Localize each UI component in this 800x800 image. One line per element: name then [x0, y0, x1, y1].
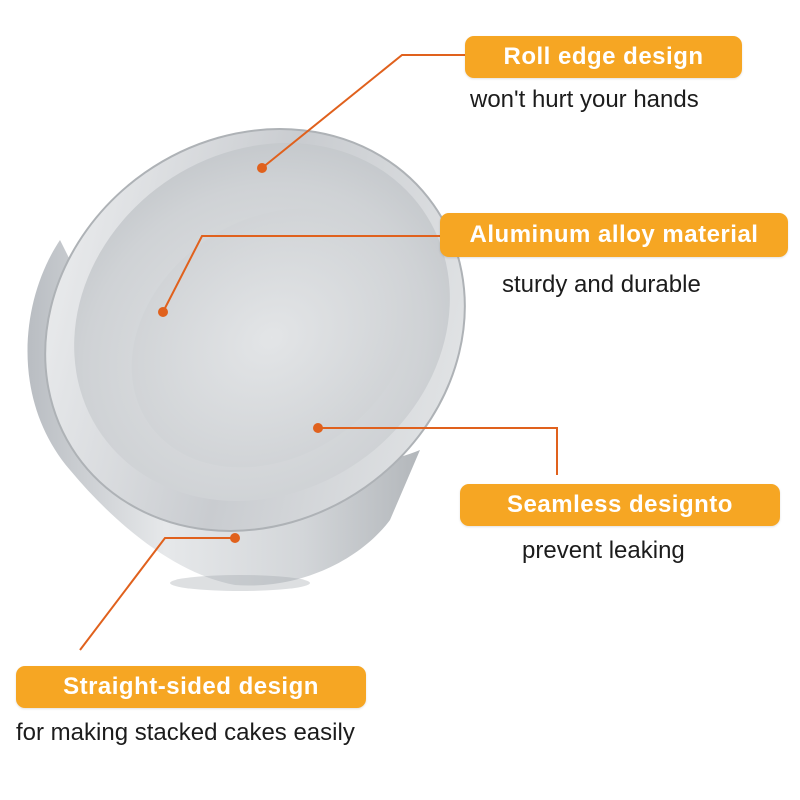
pan-floor [131, 208, 413, 468]
aluminum-subtitle: sturdy and durable [502, 271, 701, 298]
leader-dot [257, 163, 267, 173]
leader-line-aluminum [162, 235, 440, 313]
seamless-subtitle: prevent leaking [522, 537, 685, 564]
leader-dots [158, 163, 323, 543]
leader-dot [230, 533, 240, 543]
leader-lines [79, 54, 558, 651]
leader-line-straight-sided [79, 537, 235, 651]
cake-pan [27, 128, 466, 591]
leader-line-roll-edge [261, 54, 465, 169]
straight-sided-subtitle: for making stacked cakes easily [16, 719, 355, 746]
aluminum-badge: Aluminum alloy material [440, 213, 788, 257]
leader-dot [313, 423, 323, 433]
roll-edge-subtitle: won't hurt your hands [470, 86, 699, 113]
leader-line-seamless [318, 427, 558, 475]
seamless-badge: Seamless designto [460, 484, 780, 526]
roll-edge-badge: Roll edge design [465, 36, 742, 78]
straight-sided-badge: Straight-sided design [16, 666, 366, 708]
leader-dot [158, 307, 168, 317]
pan-bottom-shadow [170, 575, 310, 591]
